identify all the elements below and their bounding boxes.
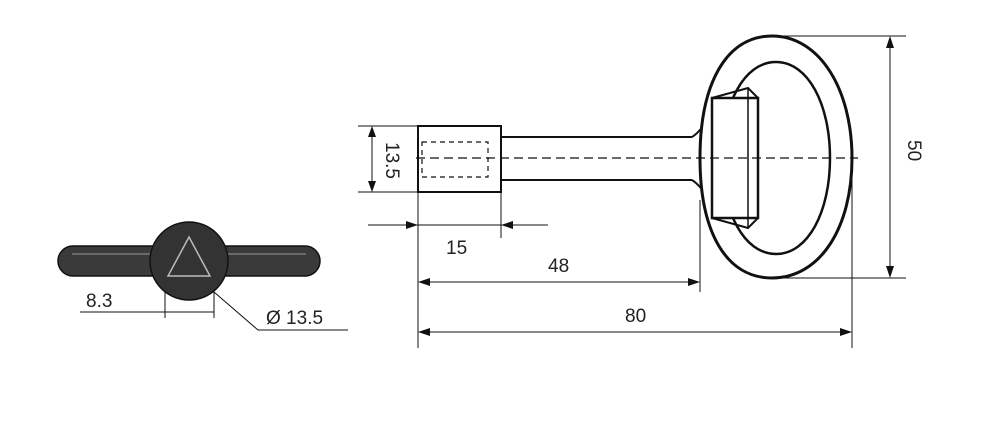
dim-80-arrow-left [418,328,430,336]
dim-13-5-arrow-bottom [368,181,376,192]
dim-80-label: 80 [625,306,646,327]
side-view-dimensions: 13.5 15 48 80 50 [358,35,924,348]
dim-48-arrow-left [418,278,430,286]
diameter-label: Ø 13.5 [266,308,323,329]
end-view: 8.3 Ø 13.5 [57,221,348,331]
side-view [416,34,858,280]
triangle-socket-icon [166,235,212,277]
dim-80-arrow-right [840,328,852,336]
dim-48-label: 48 [548,256,569,277]
key-tip [417,125,502,193]
dim-48-arrow-right [688,278,700,286]
dim-15-label: 15 [446,238,467,259]
dim-50-arrow-bottom [886,266,894,278]
end-view-disk [149,221,229,301]
dim-15-arrow-right [501,221,513,229]
dim-13-5-arrow-top [368,126,376,137]
dim-8-3-label: 8.3 [86,291,112,312]
hidden-bore [421,141,489,178]
dim-15-arrow-left [406,221,418,229]
diameter-leader [213,291,348,331]
dim-13-5-label: 13.5 [381,142,402,179]
dim-50-label: 50 [903,140,924,161]
dim-50-arrow-top [886,36,894,48]
